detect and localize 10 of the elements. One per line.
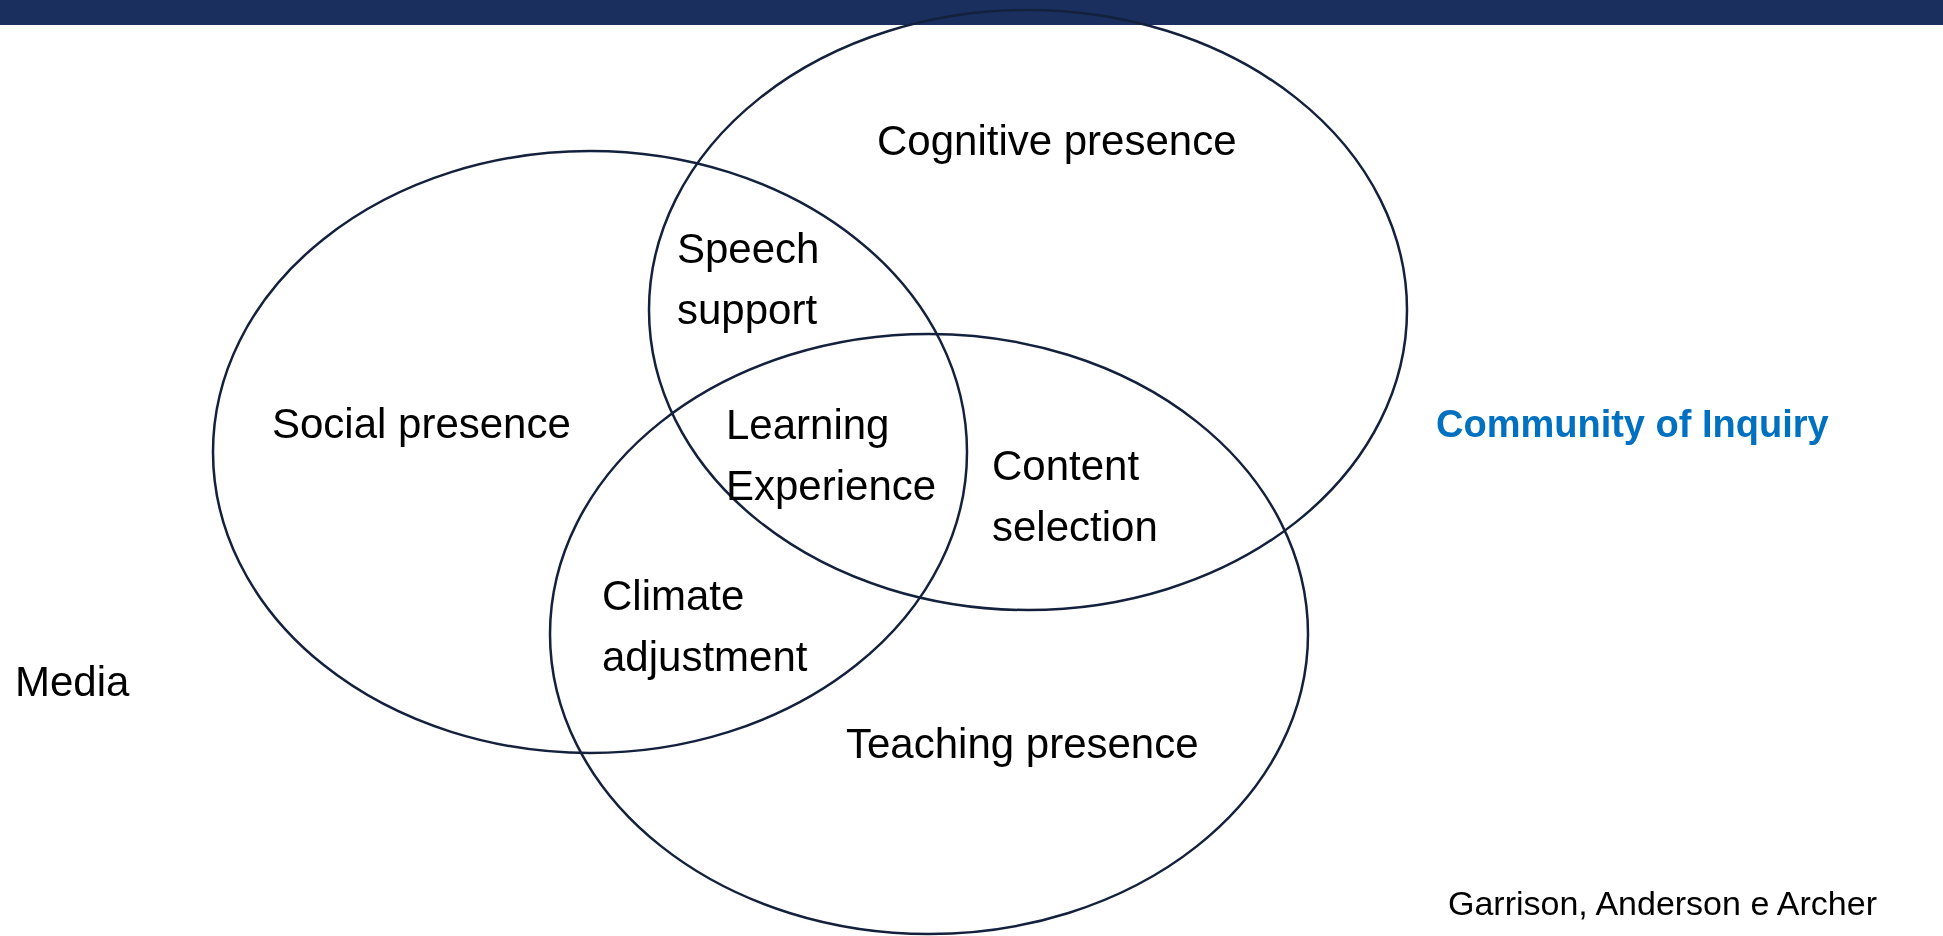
circle-label: Social presence (272, 399, 571, 449)
overlap-label: Climate adjustment (602, 571, 809, 682)
overlap-label: Learning Experience (726, 400, 938, 511)
circle-label: Teaching presence (846, 719, 1199, 769)
side-label: Media (15, 657, 131, 707)
citation: Garrison, Anderson e Archer (1448, 883, 1878, 924)
overlap-label: Content selection (992, 441, 1159, 552)
overlap-label: Speech support (677, 224, 821, 335)
circle-label: Cognitive presence (877, 116, 1237, 166)
title: Community of Inquiry (1436, 402, 1829, 447)
